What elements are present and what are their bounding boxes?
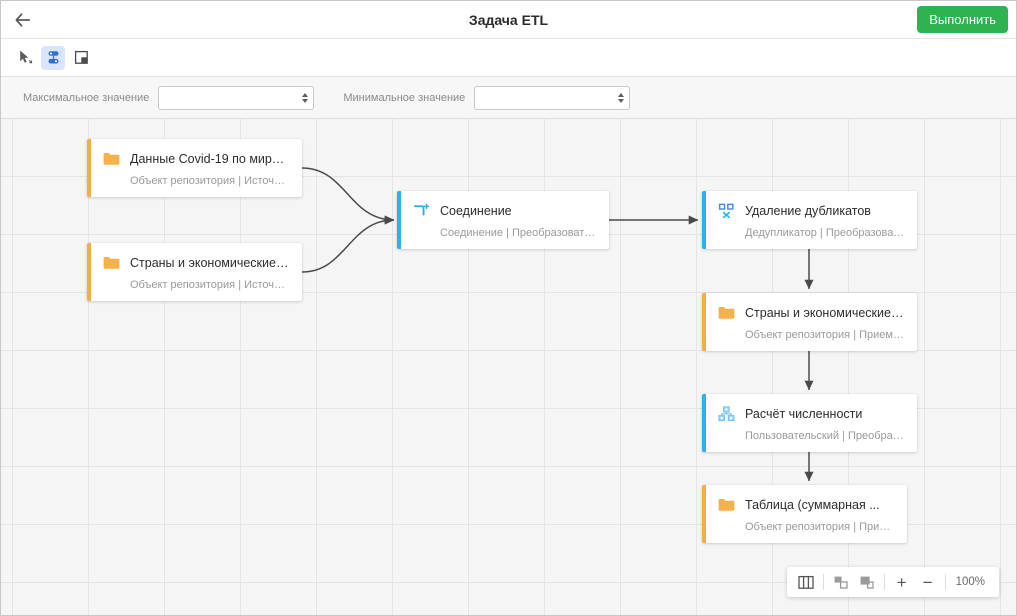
- node-header-row: Страны и экономические пок...: [717, 304, 905, 322]
- param-min-value: Минимальное значение: [343, 85, 631, 110]
- node-body: Расчёт численности Пользовательский | Пр…: [706, 394, 917, 452]
- node-body: Соединение Соединение | Преобразователь: [401, 191, 609, 249]
- param-min-label: Минимальное значение: [343, 91, 466, 104]
- editor-toolbar: [1, 39, 1016, 77]
- node-accent-bar: [702, 191, 706, 249]
- zoom-fit-out-icon: [834, 576, 848, 589]
- pointer-select-tool[interactable]: [13, 46, 37, 70]
- node-subtitle: Соединение | Преобразователь: [440, 226, 597, 239]
- node-covid-source[interactable]: Данные Covid-19 по миру (Yan... Объект р…: [87, 139, 302, 197]
- parameters-bar: Максимальное значение Минимальное значен…: [1, 77, 1016, 119]
- node-header-row: Данные Covid-19 по миру (Yan...: [102, 150, 290, 168]
- folder-icon: [102, 150, 120, 168]
- node-accent-bar: [702, 485, 706, 543]
- node-title: Таблица (суммарная ...: [745, 497, 880, 512]
- node-accent-bar: [702, 394, 706, 452]
- zoom-out-button[interactable]: −: [922, 572, 933, 592]
- divider: [944, 574, 946, 590]
- param-max-spinner[interactable]: [158, 85, 315, 110]
- param-max-label: Максимальное значение: [23, 91, 150, 104]
- divider: [883, 574, 885, 590]
- node-body: Данные Covid-19 по миру (Yan... Объект р…: [91, 139, 302, 197]
- node-accent-bar: [87, 139, 91, 197]
- node-summary-table-sink[interactable]: Таблица (суммарная ... Объект репозитори…: [702, 485, 907, 543]
- pointer-select-icon: [19, 50, 32, 64]
- divider: [822, 574, 824, 590]
- node-layout-tool[interactable]: [41, 45, 65, 70]
- node-header-row: Страны и экономические пок...: [102, 254, 290, 272]
- zoom-control-bar: + − 100%: [786, 567, 999, 597]
- zoom-level-label: 100%: [955, 576, 985, 588]
- zoom-fit-in-icon: [860, 576, 874, 589]
- minimap-button[interactable]: [793, 568, 819, 596]
- param-max-input[interactable]: [158, 85, 315, 110]
- node-accent-bar: [702, 293, 706, 351]
- node-countries-source[interactable]: Страны и экономические пок... Объект реп…: [87, 243, 302, 301]
- node-subtitle: Объект репозитория | Источник: [130, 278, 290, 291]
- node-subtitle: Объект репозитория | Приемник: [745, 328, 905, 341]
- node-body: Таблица (суммарная ... Объект репозитори…: [706, 485, 907, 543]
- node-title: Страны и экономические пок...: [745, 305, 905, 320]
- hierarchy-icon: [717, 405, 735, 423]
- zoom-fit-in-button[interactable]: [854, 568, 880, 596]
- pipeline-canvas[interactable]: Данные Covid-19 по миру (Yan... Объект р…: [1, 119, 1016, 615]
- param-max-value: Максимальное значение: [23, 85, 315, 110]
- back-button[interactable]: [1, 1, 45, 39]
- node-deduplicate[interactable]: Удаление дубликатов Дедупликатор | Преоб…: [702, 191, 917, 249]
- zoom-in-button[interactable]: +: [896, 572, 907, 592]
- param-min-input[interactable]: [474, 85, 631, 110]
- node-header-row: Удаление дубликатов: [717, 202, 905, 220]
- deduplicate-icon: [717, 202, 735, 220]
- node-body: Страны и экономические пок... Объект реп…: [91, 243, 302, 301]
- node-header-row: Соединение: [412, 202, 597, 220]
- edge-covid-to-join: [301, 167, 395, 225]
- node-body: Удаление дубликатов Дедупликатор | Преоб…: [706, 191, 917, 249]
- page-title: Задача ETL: [468, 11, 549, 28]
- resize-frame-tool[interactable]: [69, 46, 93, 70]
- node-countries-sink[interactable]: Страны и экономические пок... Объект реп…: [702, 293, 917, 351]
- folder-icon: [102, 254, 120, 272]
- node-title: Соединение: [440, 203, 512, 218]
- node-subtitle: Объект репозитория | Источник: [130, 174, 290, 187]
- arrow-left-icon: [15, 12, 31, 27]
- map-icon: [797, 575, 814, 589]
- node-population-calc[interactable]: Расчёт численности Пользовательский | Пр…: [702, 394, 917, 452]
- node-subtitle: Объект репозитория | Приемник: [745, 520, 895, 533]
- node-title: Страны и экономические пок...: [130, 255, 290, 270]
- node-accent-bar: [87, 243, 91, 301]
- node-body: Страны и экономические пок... Объект реп…: [706, 293, 917, 351]
- node-accent-bar: [397, 191, 401, 249]
- node-title: Данные Covid-19 по миру (Yan...: [130, 151, 290, 166]
- window-header: Задача ETL Выполнить: [1, 1, 1016, 39]
- join-icon: [412, 202, 430, 220]
- node-header-row: Расчёт численности: [717, 405, 905, 423]
- node-header-row: Таблица (суммарная ...: [717, 496, 895, 514]
- resize-frame-icon: [74, 50, 88, 64]
- node-subtitle: Пользовательский | Преобразова...: [745, 429, 905, 442]
- node-join[interactable]: Соединение Соединение | Преобразователь: [397, 191, 609, 249]
- edge-countries-to-join: [301, 215, 395, 273]
- zoom-fit-out-button[interactable]: [828, 568, 854, 596]
- node-subtitle: Дедупликатор | Преобразователь: [745, 226, 905, 239]
- folder-icon: [717, 304, 735, 322]
- node-title: Удаление дубликатов: [745, 203, 871, 218]
- folder-icon: [717, 496, 735, 514]
- node-title: Расчёт численности: [745, 406, 863, 421]
- param-min-spinner[interactable]: [474, 85, 631, 110]
- run-button[interactable]: Выполнить: [917, 6, 1008, 33]
- node-layout-icon: [48, 51, 58, 64]
